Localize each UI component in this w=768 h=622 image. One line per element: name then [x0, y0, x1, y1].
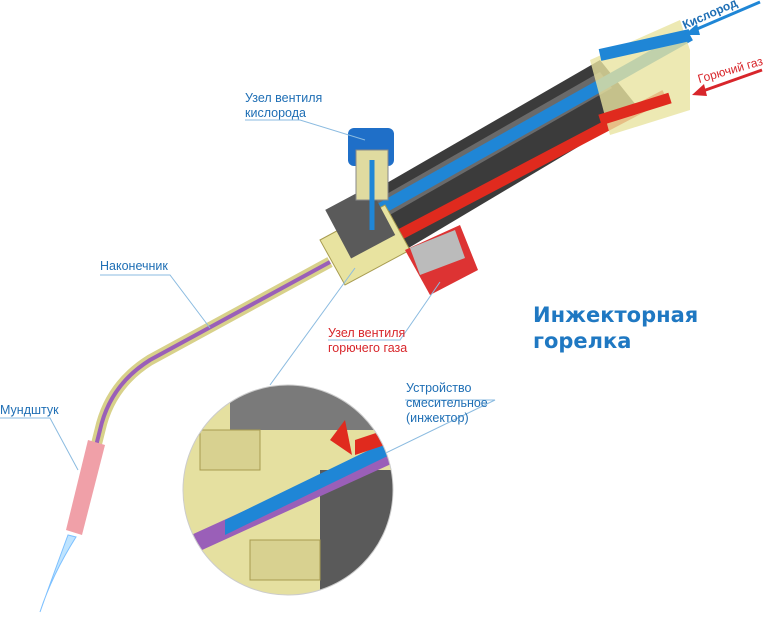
fuel-arrow-head: [692, 84, 707, 96]
fuel-valve-label: Узел вентиля горючего газа: [328, 326, 407, 356]
oxygen-arrow: [689, 0, 761, 34]
injector-label-line3: (инжектор): [406, 411, 469, 425]
fuel-arrow: [699, 68, 763, 94]
title-line1: Инжекторная: [533, 303, 699, 327]
fuel-valve-label-line1: Узел вентиля: [328, 326, 406, 340]
injector-inset: [183, 385, 393, 595]
nozzle: [66, 440, 105, 535]
fuel-valve-label-line2: горючего газа: [328, 341, 408, 355]
mixture-channel: [78, 260, 331, 511]
oxygen-valve-label: Узел вентиля кислорода: [245, 91, 322, 121]
nozzle-label: Мундштук: [0, 403, 59, 417]
injector-label-line1: Устройство: [406, 381, 472, 395]
inlet-fittings: [590, 20, 690, 135]
oxygen-arrow-head: [684, 24, 700, 35]
tip-label: Наконечник: [100, 259, 168, 273]
oxygen-valve-icon: [348, 128, 394, 230]
diagram-title: Инжекторная горелка: [533, 302, 698, 354]
fuel-valve-icon: [405, 225, 478, 295]
inset-border: [182, 384, 394, 596]
oxygen-inlet-tube: [598, 29, 692, 61]
injector-label-line2: смесительное: [406, 396, 488, 410]
flame: [39, 534, 77, 613]
valve-block-housing: [325, 186, 396, 259]
oxygen-valve-label-line2: кислорода: [245, 106, 306, 120]
oxygen-valve-label-line1: Узел вентиля: [245, 91, 323, 105]
injector-label: Устройство смесительное (инжектор): [406, 381, 488, 426]
title-line2: горелка: [533, 329, 632, 353]
fuel-inlet-tube: [598, 92, 672, 126]
